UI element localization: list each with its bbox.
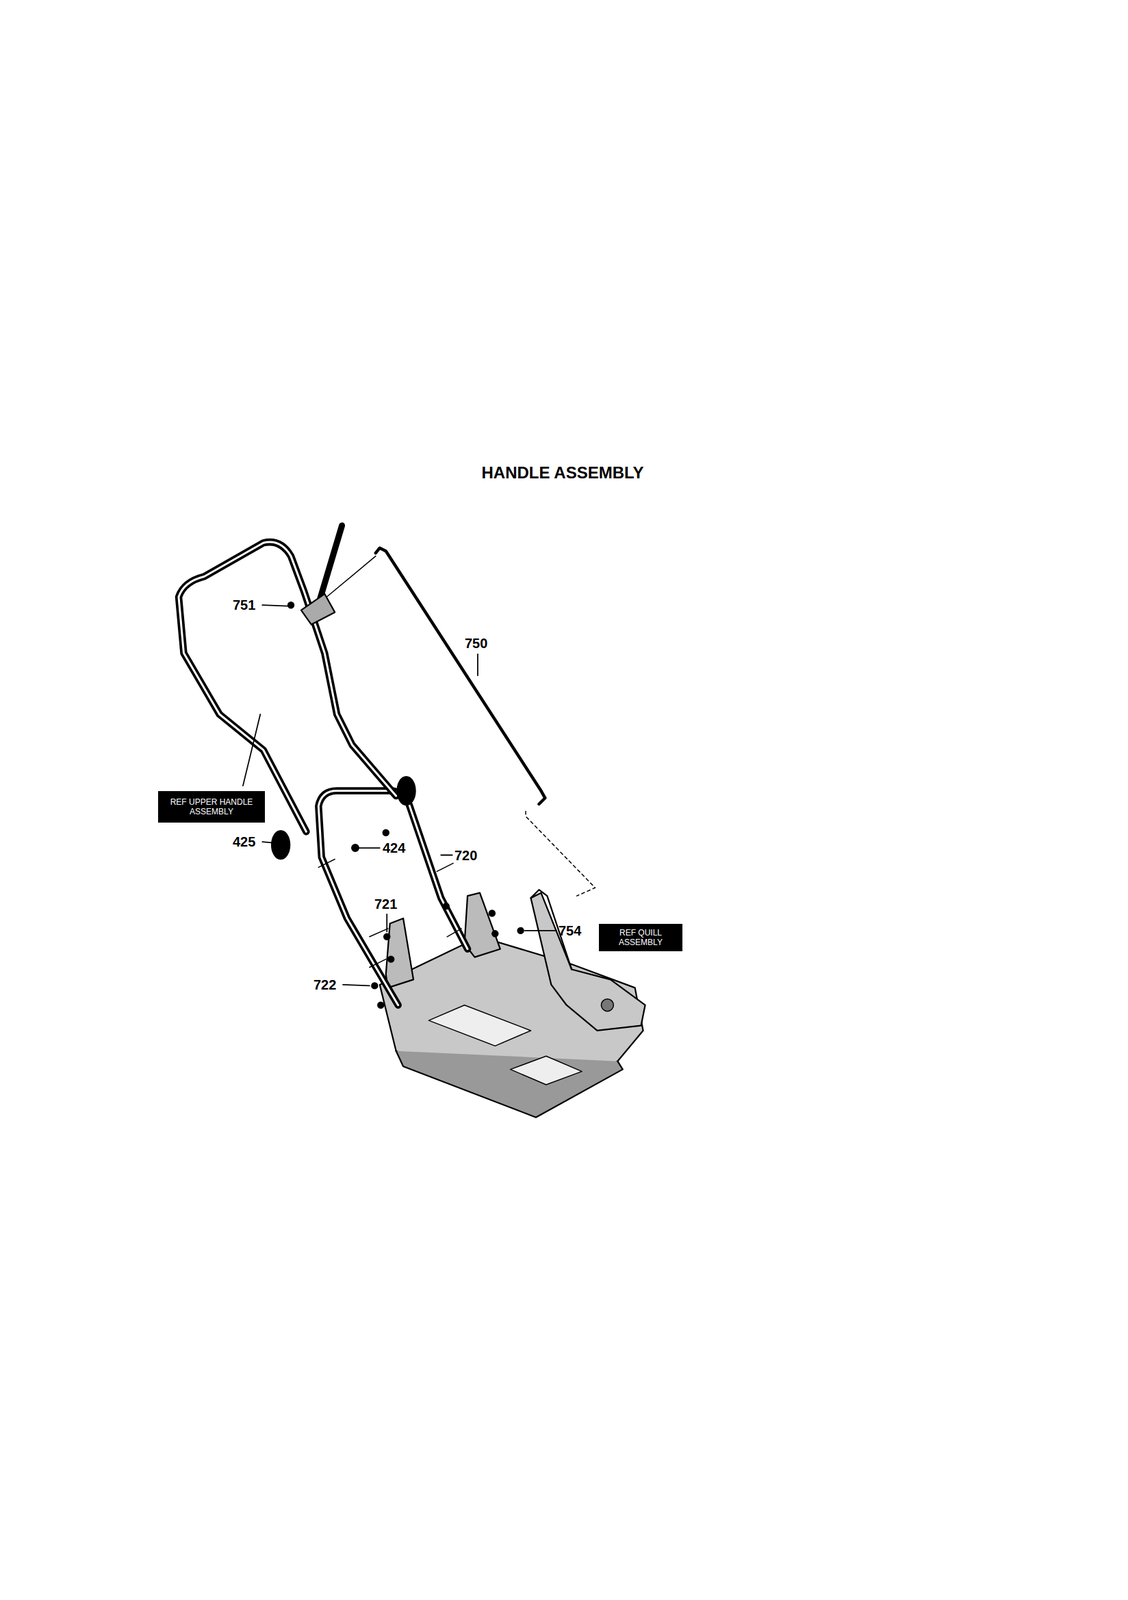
- reference-text: REF QUILL ASSEMBLY: [603, 928, 679, 948]
- callout-number: 424: [382, 840, 406, 856]
- reference-tag: REF QUILL ASSEMBLY: [598, 924, 683, 952]
- callout-number: 750: [464, 635, 488, 651]
- callout-number: 721: [374, 896, 397, 912]
- callout-number: 754: [558, 923, 582, 939]
- reference-text: REF UPPER HANDLE ASSEMBLY: [162, 797, 261, 817]
- callout-number: 720: [454, 848, 478, 864]
- callout-number: 751: [232, 597, 256, 613]
- callout-number: 722: [313, 977, 337, 993]
- diagram-title: HANDLE ASSEMBLY: [481, 463, 645, 483]
- reference-tag: REF UPPER HANDLE ASSEMBLY: [158, 791, 265, 823]
- callout-number: 425: [232, 834, 256, 850]
